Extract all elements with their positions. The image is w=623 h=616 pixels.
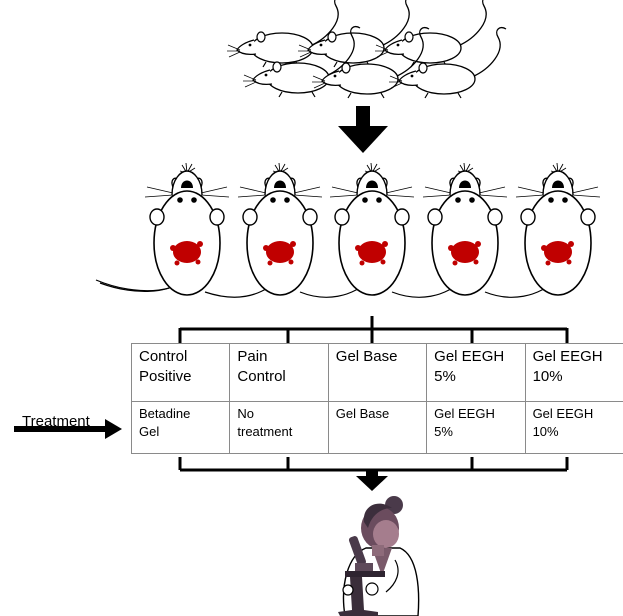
treatment-name: Betadine Gel [139, 406, 191, 439]
treatment-cell: Betadine Gel [130, 401, 231, 454]
treatment-groups-table: Control Positive Pain Control Gel Base G… [130, 343, 623, 454]
treatment-name: Gel EEGH 5% [434, 406, 495, 439]
treatment-label: Treatment [22, 413, 90, 430]
group-bracket-top [178, 316, 569, 343]
rat-group-icon [226, 0, 507, 99]
treatment-cell: Gel EEGH 10% [524, 401, 623, 454]
group-name: Gel Base [335, 348, 398, 365]
group-name: Gel EEGH 10% [532, 348, 603, 385]
treatment-cell: Gel EEGH 5% [426, 401, 526, 454]
scientist-microscope-icon [338, 496, 420, 616]
treatment-arrow-icon [14, 419, 122, 439]
group-name: Gel EEGH 5% [434, 348, 505, 385]
group-name: Control Positive [139, 348, 192, 385]
treatment-name: Gel Base [335, 406, 390, 421]
treatment-row: Betadine Gel No treatment Gel Base Gel E… [130, 401, 623, 454]
down-arrow-icon [338, 106, 388, 153]
group-cell: Control Positive [130, 343, 231, 402]
group-bracket-bottom [178, 457, 569, 472]
treatment-name: Gel EEGH 10% [532, 406, 594, 439]
wounded-rat-icon [144, 162, 601, 296]
treatment-name: No treatment [237, 406, 293, 439]
down-arrow-icon [356, 469, 388, 491]
treatment-cell: Gel Base [327, 401, 428, 454]
group-cell: Gel Base [327, 343, 428, 402]
treatment-cell: No treatment [229, 401, 329, 454]
group-cell: Gel EEGH 5% [426, 343, 526, 402]
group-cell: Gel EEGH 10% [524, 343, 623, 402]
group-cell: Pain Control [229, 343, 329, 402]
group-name: Pain Control [237, 348, 286, 385]
group-header-row: Control Positive Pain Control Gel Base G… [130, 343, 623, 402]
